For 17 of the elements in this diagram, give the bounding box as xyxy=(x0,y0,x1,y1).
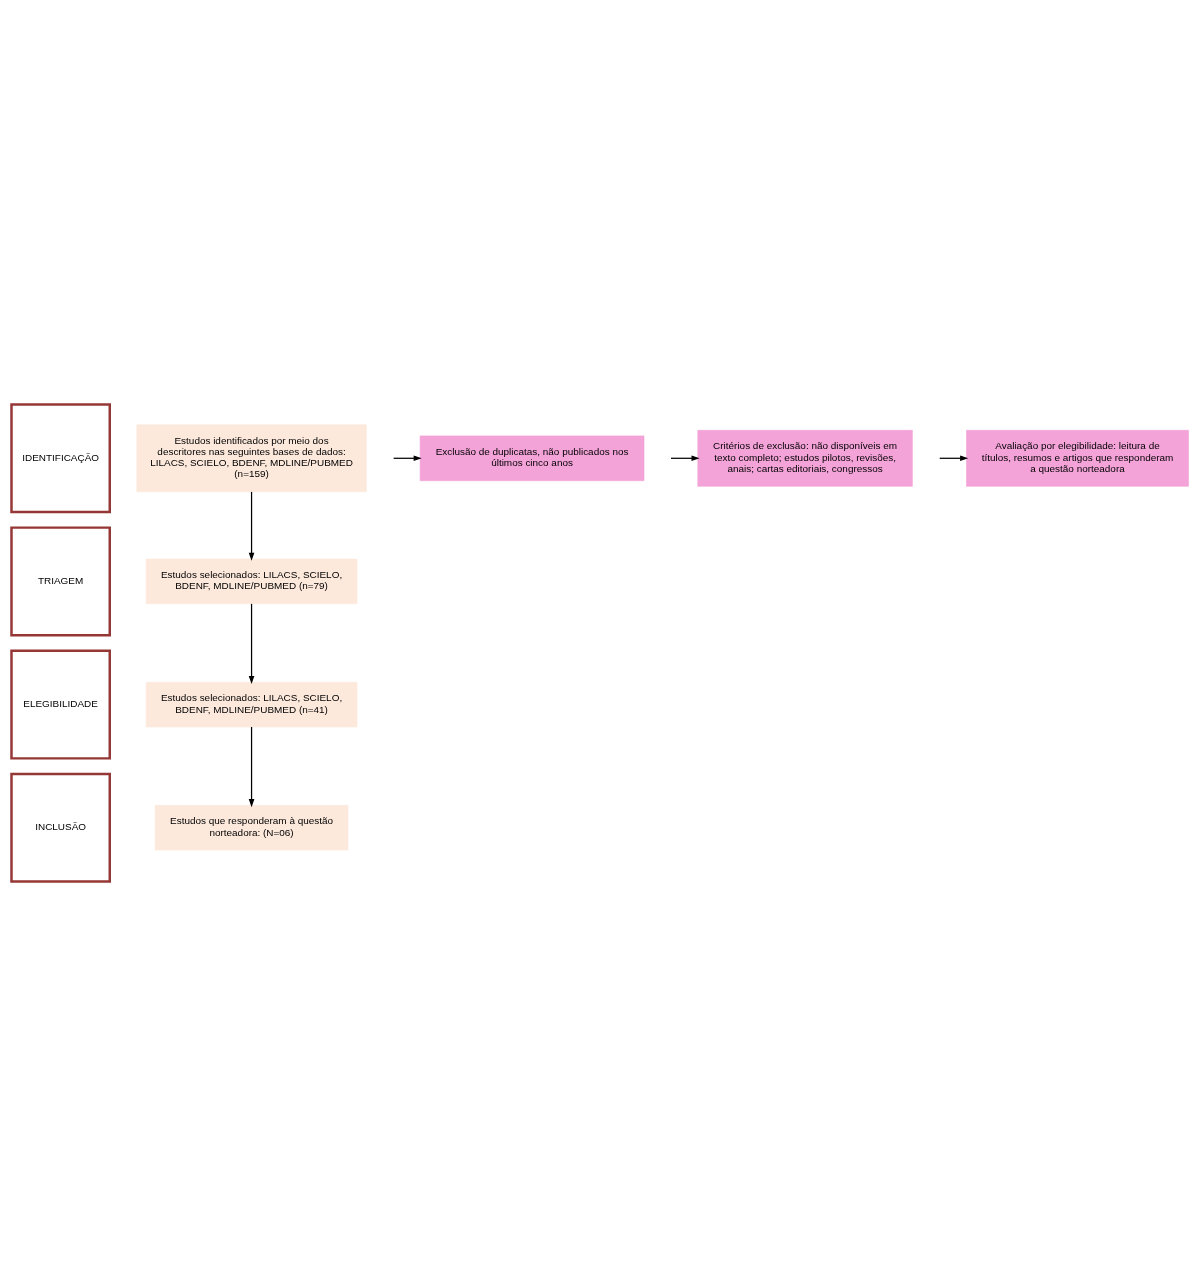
arrow xyxy=(248,603,255,684)
node-box: Estudos que responderam à questão norteadora: (N=06) xyxy=(154,805,349,851)
node-box: Exclusão de duplicatas, não publicados nos últimos cinco anos xyxy=(419,435,645,481)
node-box: Estudos identificados por meio dos descritores nas seguintes bases de dados: LILACS, SCIELO, BDENF, MDLINE/PUBMED (n=159) xyxy=(136,424,367,493)
node-box: ELEGIBILIDADE xyxy=(10,649,111,760)
node-box: Estudos selecionados: LILACS, SCIELO, BDENF, MDLINE/PUBMED (n=79) xyxy=(145,558,358,605)
node-box: Estudos selecionados: LILACS, SCIELO, BDENF, MDLINE/PUBMED (n=41) xyxy=(145,681,358,728)
arrow xyxy=(248,726,255,808)
arrow xyxy=(248,491,255,561)
node-box: Critérios de exclusão: não disponíveis em texto completo; estudos pilotos, revisões, anais; cartas editoriais, congressos xyxy=(697,430,913,487)
node-box: Avaliação por elegibilidade: leitura de títulos, resumos e artigos que responderam a questão norteadora xyxy=(966,430,1189,487)
arrow xyxy=(393,455,422,462)
node-box: TRIAGEM xyxy=(10,526,111,637)
node-box: INCLUSÃO xyxy=(10,772,111,883)
node-box: IDENTIFICAÇÃO xyxy=(10,403,111,514)
arrow xyxy=(670,455,700,462)
arrow xyxy=(939,455,969,462)
